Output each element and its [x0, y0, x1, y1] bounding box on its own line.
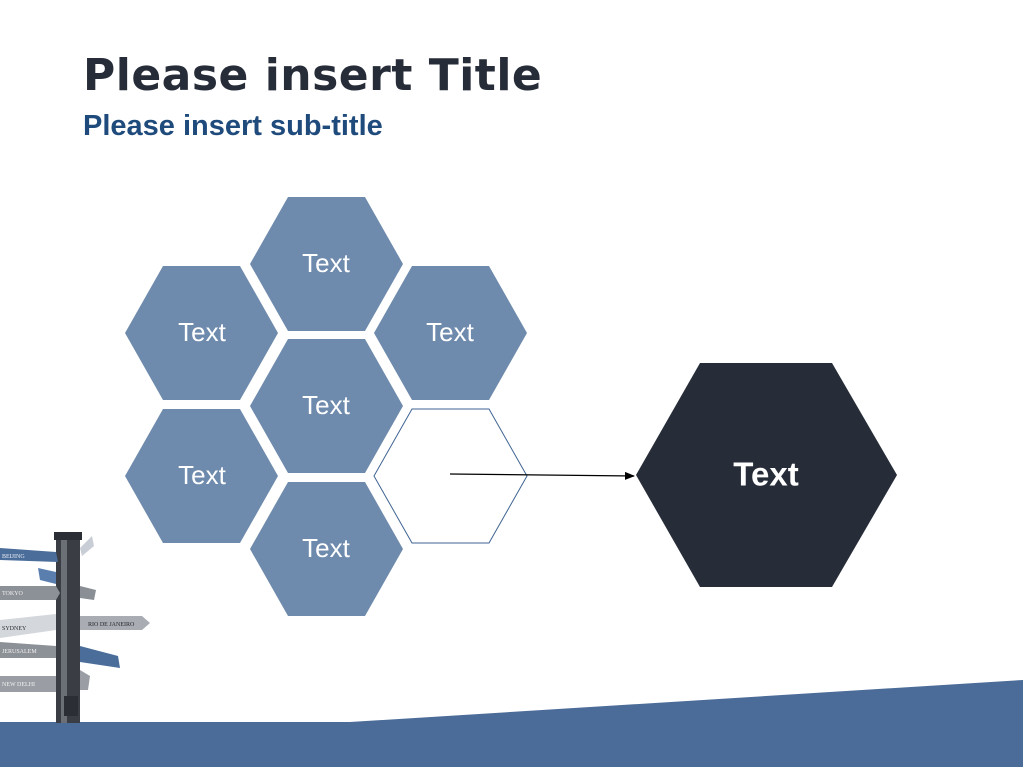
hexagon-upper-left-label: Text [178, 317, 226, 347]
hexagon-top-label: Text [302, 248, 350, 278]
hexagon-empty-outline [373, 408, 528, 544]
hexagon-main-label: Text [733, 456, 798, 493]
svg-text:TOKYO: TOKYO [2, 591, 24, 597]
connector-arrow [449, 471, 635, 480]
signpost-sign-rio: RIO DE JANEIRO [80, 616, 150, 630]
signpost-sign-new-delhi: NEW DELHI [0, 676, 56, 692]
hexagon-cluster: Text Text Text Text Text Text [125, 197, 528, 616]
bottom-band [0, 680, 1023, 767]
hexagon-upper-left [125, 266, 278, 400]
svg-text:JERUSALEM: JERUSALEM [2, 649, 37, 655]
slide-title: Please insert Title [83, 50, 543, 101]
hexagon-lower-left [125, 409, 278, 543]
signpost-sign-sydney: SYDNEY [0, 614, 56, 638]
hexagon-bottom [250, 482, 403, 616]
slide-subtitle: Please insert sub-title [83, 110, 383, 142]
hexagon-top [250, 197, 403, 331]
hexagon-main [636, 363, 897, 587]
signpost-image: BEIJING TOKYO RIO DE JANEIRO SYDNEY JERU… [0, 532, 150, 723]
hexagon-upper-right [374, 266, 527, 400]
svg-text:NEW DELHI: NEW DELHI [2, 682, 35, 688]
hexagon-center [250, 339, 403, 473]
svg-text:BEIJING: BEIJING [2, 554, 25, 560]
signpost-sign-beijing: BEIJING [0, 548, 58, 562]
svg-text:RIO DE JANEIRO: RIO DE JANEIRO [88, 622, 135, 628]
signpost-sign-jerusalem: JERUSALEM [0, 642, 56, 658]
hexagon-upper-right-label: Text [426, 317, 474, 347]
hexagon-lower-left-label: Text [178, 460, 226, 490]
hexagon-bottom-label: Text [302, 533, 350, 563]
svg-text:SYDNEY: SYDNEY [2, 626, 27, 632]
hexagon-center-label: Text [302, 390, 350, 420]
signpost-sign-tokyo: TOKYO [0, 586, 60, 600]
